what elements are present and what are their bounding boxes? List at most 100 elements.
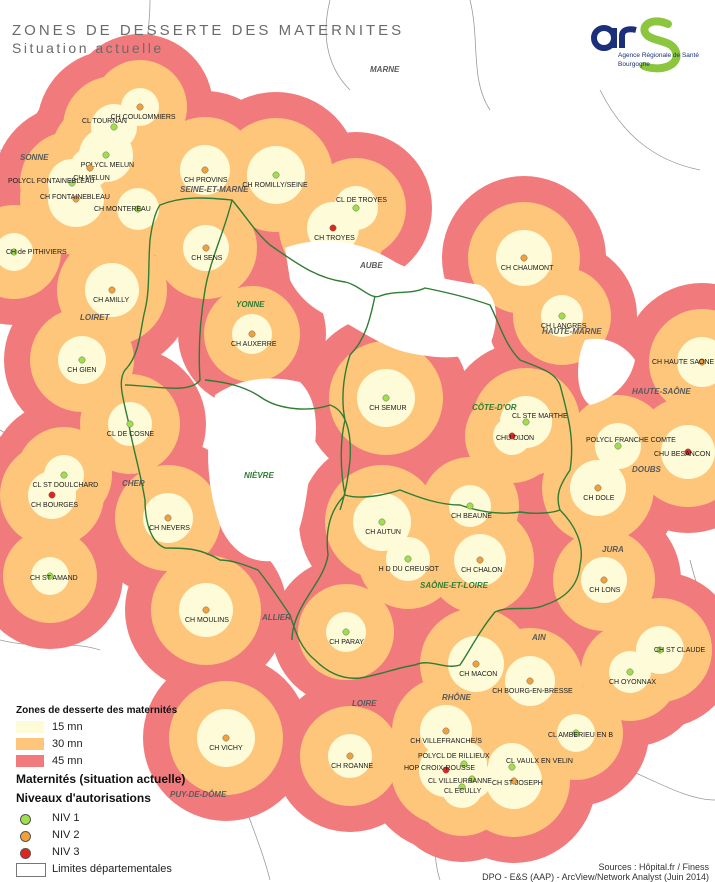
maternite-label: CH VILLEFRANCHE/S <box>410 738 482 745</box>
department-label: PUY-DE-DÔME <box>170 790 227 799</box>
maternite-point <box>78 356 86 364</box>
sources-line-2: DPO - E&S (AAP) - ArcView/Network Analys… <box>482 872 709 882</box>
maternite-label: CH AUXERRE <box>231 341 277 348</box>
department-label: SAÔNE-ET-LOIRE <box>420 581 489 590</box>
maternite-label: CH NEVERS <box>149 525 190 532</box>
maternite-point <box>346 752 354 760</box>
legend-niv-label: NIV 3 <box>52 846 80 858</box>
maternite-label: CH AMILLY <box>93 297 129 304</box>
maternite-label: CH FONTAINEBLEAU <box>40 194 110 201</box>
maternite-point <box>458 783 466 791</box>
maternite-point <box>508 432 516 440</box>
department-label: JURA <box>602 545 624 554</box>
maternite-point <box>222 734 230 742</box>
maternite-label: CH ST CLAUDE <box>654 647 706 654</box>
maternite-label: CH COULOMMIERS <box>111 114 176 121</box>
legend-niv3-dot <box>20 848 31 859</box>
map-title: ZONES DE DESSERTE DES MATERNITES <box>12 22 405 39</box>
maternite-point <box>102 151 110 159</box>
maternite-label: CH OYONNAX <box>609 679 656 686</box>
maternite-label: CH PROVINS <box>184 177 228 184</box>
ars-logo-mark <box>591 17 681 73</box>
maternite-point <box>202 606 210 614</box>
maternite-label: CL ST DOULCHARD <box>33 482 99 489</box>
maternite-label: CL DE TROYES <box>336 197 387 204</box>
department-label: NIÈVRE <box>244 471 274 480</box>
maternite-label: POLYCL FRANCHE COMTE <box>586 437 676 444</box>
maternite-point <box>108 286 116 294</box>
maternite-point <box>248 330 256 338</box>
maternite-label: CL VAULX EN VELIN <box>506 758 573 765</box>
maternite-label: CH VICHY <box>209 745 243 752</box>
maternite-label: POLYCL DE RILLIEUX <box>418 753 490 760</box>
maternite-label: CH CHAUMONT <box>501 265 554 272</box>
maternite-point <box>201 166 209 174</box>
maternite-point <box>594 484 602 492</box>
department-label: MARNE <box>370 65 400 74</box>
maternite-point <box>72 195 80 203</box>
maternite-point <box>626 668 634 676</box>
maternite-label: CH MACON <box>459 671 497 678</box>
legend-swatch-45 <box>16 755 44 767</box>
maternite-point <box>60 471 68 479</box>
legend-swatch-15 <box>16 721 44 733</box>
map-subtitle: Situation actuelle <box>12 40 164 56</box>
department-label: LOIRE <box>352 699 377 708</box>
maternite-point <box>46 572 54 580</box>
department-label: CÔTE-D'OR <box>472 403 517 412</box>
ars-logo: Agence Régionale de Santé Bourgogne <box>590 14 710 78</box>
maternite-label: CH MONTEREAU <box>94 206 151 213</box>
legend-limit-label: Limites départementales <box>52 863 172 875</box>
department-label: AUBE <box>359 261 383 270</box>
maternite-label: CL AMBERIEU EN B <box>548 732 613 739</box>
department-label: RHÔNE <box>442 693 472 702</box>
legend-limit-swatch <box>16 863 46 877</box>
maternite-label: CL VILLEURBANNE <box>428 778 492 785</box>
maternite-point <box>10 248 18 256</box>
maternite-point <box>520 254 528 262</box>
maternite-label: CH ROANNE <box>331 763 373 770</box>
legend-niv1-dot <box>20 814 31 825</box>
logo-region-name: Bourgogne <box>618 61 650 68</box>
maternite-point <box>684 448 692 456</box>
department-label: CHER <box>122 479 145 488</box>
maternite-point <box>134 205 142 213</box>
maternite-label: POLYCL MELUN <box>81 162 134 169</box>
legend-niv-label: NIV 1 <box>52 812 80 824</box>
maternite-point <box>442 727 450 735</box>
maternite-point <box>136 103 144 111</box>
maternite-label: CH GIEN <box>67 367 96 374</box>
maternite-label: CL DE COSNE <box>107 431 155 438</box>
maternite-point <box>329 224 337 232</box>
department-label: LOIRET <box>80 313 110 322</box>
maternite-point <box>522 418 530 426</box>
department-label: AIN <box>531 633 546 642</box>
maternite-point <box>698 358 706 366</box>
maternite-label: POLYCL FONTAINEBLEAU <box>8 178 95 185</box>
maternite-label: CH ST AMAND <box>30 575 78 582</box>
maternite-point <box>476 556 484 564</box>
maternite-point <box>404 555 412 563</box>
legend-maternites-title: Maternités (situation actuelle) <box>16 772 186 786</box>
maternite-label: CH SENS <box>191 255 222 262</box>
logo-agency-name: Agence Régionale de Santé <box>618 52 699 59</box>
maternite-label: CH de PITHIVIERS <box>6 249 67 256</box>
maternite-label: HOP CROIX-ROUSSE <box>404 765 475 772</box>
maternite-point <box>442 766 450 774</box>
department-labels: MARNESONNESEINE-ET-MARNEAUBEYONNELOIRETH… <box>20 65 691 799</box>
maternite-point <box>510 777 518 785</box>
department-label: HAUTE-SAÔNE <box>632 387 691 396</box>
maternite-point <box>472 660 480 668</box>
maternite-point <box>508 763 516 771</box>
zone-15-area <box>677 337 715 387</box>
maternite-point <box>460 760 468 768</box>
maternite-point <box>600 576 608 584</box>
uncovered-areas <box>208 240 635 562</box>
maternite-label: H D DU CREUSOT <box>379 566 440 573</box>
maternite-point <box>614 442 622 450</box>
maternite-label: CH HAUTE SAONE <box>652 359 715 366</box>
maternite-point <box>352 204 360 212</box>
maternite-label: CH DOLE <box>583 495 614 502</box>
legend-zone-label: 15 mn <box>52 721 83 733</box>
maternite-point <box>110 123 118 131</box>
